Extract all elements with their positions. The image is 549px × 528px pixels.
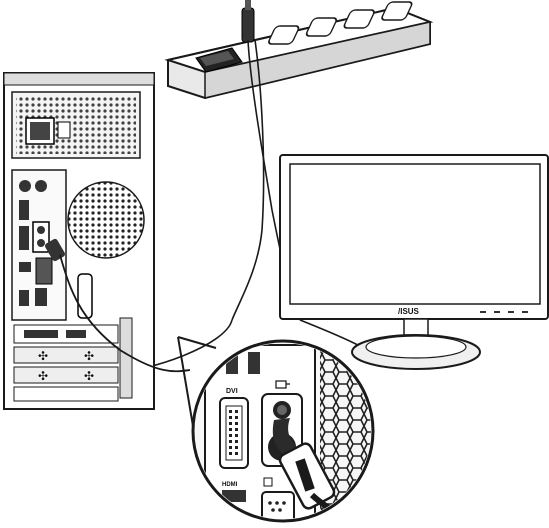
svg-text:✣: ✣ [84, 369, 94, 383]
monitor-brand: /ISUS [398, 307, 420, 316]
power-strip [164, 0, 434, 100]
power-plug [241, 0, 255, 43]
power-supply-unit [11, 91, 141, 159]
svg-text:✣: ✣ [84, 349, 94, 363]
expansion-slots: ✣ ✣ ✣ ✣ [13, 317, 133, 402]
desktop-tower: ✣ ✣ ✣ ✣ [3, 72, 191, 410]
svg-text:✣: ✣ [38, 349, 48, 363]
hdmi-label: HDMI [222, 482, 238, 488]
svg-text:✣: ✣ [38, 369, 48, 383]
dvi-label: DVI [226, 388, 238, 395]
power-strip-outlets [268, 1, 413, 45]
video-cable [45, 238, 191, 373]
zoom-callout: DVI HDMI [177, 336, 375, 523]
power-strip-switch[interactable] [195, 47, 243, 73]
monitor-buttons[interactable] [480, 311, 528, 313]
rear-fan [67, 181, 145, 259]
monitor-port-icon [275, 380, 290, 389]
monitor: /ISUS [279, 154, 549, 370]
dvi-port-zoomed [219, 397, 249, 469]
monitor-stand [351, 318, 481, 370]
